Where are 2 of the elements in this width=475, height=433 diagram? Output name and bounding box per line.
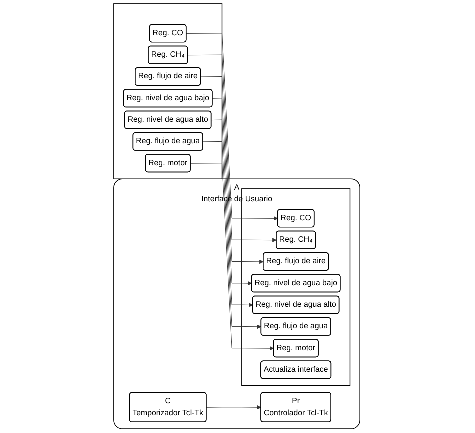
cluster xyxy=(114,4,224,180)
cluster xyxy=(242,188,352,386)
